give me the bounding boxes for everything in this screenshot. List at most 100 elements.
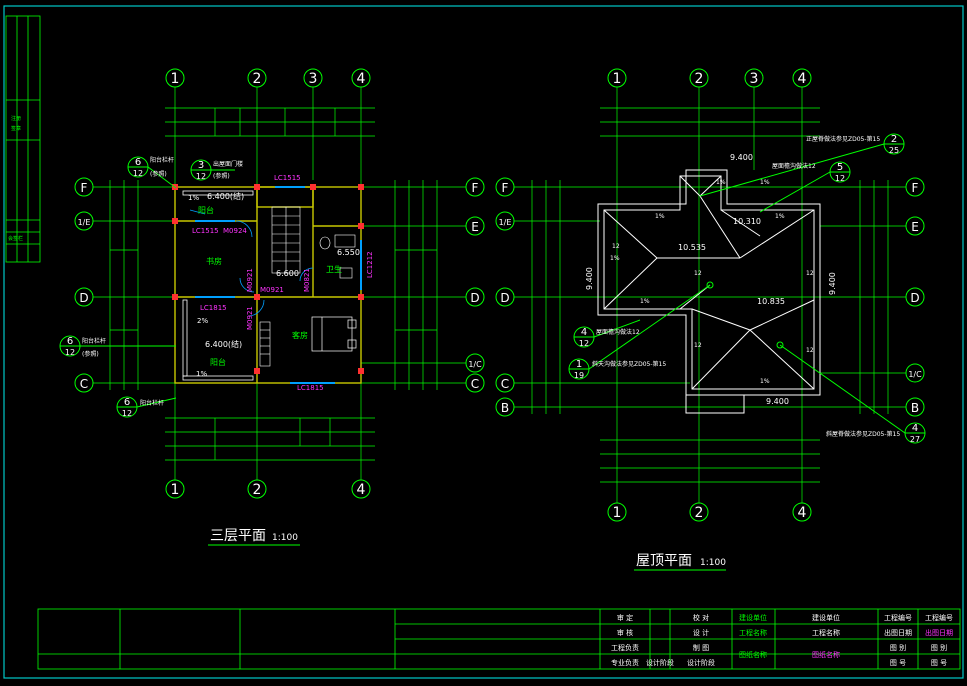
roof-slope-4: 1% <box>775 213 785 220</box>
balcony-top-label: 阳台 <box>198 205 214 215</box>
title-block <box>37 608 961 670</box>
axis-row-F: F <box>81 181 88 195</box>
axis-col-2: 2 <box>253 71 262 87</box>
callout-2-sheet: 12 <box>196 172 206 181</box>
tb-r1-c2: 校 对 <box>693 613 709 622</box>
binding-note-3: 会签栏 <box>8 235 23 242</box>
callout-2-note: 出屋面门楼 <box>213 160 243 168</box>
tb-r1-c1: 审 定 <box>617 613 633 622</box>
roof-callout-2-sheet: 12 <box>835 174 845 183</box>
roof-callout-1-sheet: 25 <box>889 146 899 155</box>
callout-2-num: 3 <box>198 160 204 171</box>
axis-col-4-bottom: 4 <box>357 482 366 498</box>
study-label: 书房 <box>206 256 222 266</box>
tb-r2-c6: 出图日期 <box>925 628 953 637</box>
roof-slope-1: 1% <box>716 179 726 186</box>
door-m0921-b: M0921 <box>260 286 284 294</box>
tb-r2-c2: 设 计 <box>693 628 709 637</box>
roof-axis-row-B: B <box>501 401 509 415</box>
roof-callout-5-sheet: 27 <box>910 435 920 444</box>
tb-r3-c6: 图 别 <box>931 643 947 652</box>
window-lc1212: LC1212 <box>366 251 374 278</box>
tb-r4-c2: 设计阶段 <box>646 658 674 667</box>
drain-marker-2 <box>776 341 784 349</box>
axis-col-4: 4 <box>357 71 366 87</box>
roof-ratio-1: 12 <box>612 243 620 250</box>
guest-room-label: 客房 <box>292 330 308 340</box>
binding-strip <box>5 15 41 263</box>
roof-elev-3: 10.535 <box>678 243 706 252</box>
tb-r3-c1: 工程负责 <box>611 643 639 652</box>
roof-callout-2-note: 屋面檐沟做法12 <box>772 162 816 170</box>
roof-axis-col-3: 3 <box>750 71 759 87</box>
callout-4-note: 阳台栏杆 <box>140 399 164 407</box>
third-floor-plan: 1 2 3 4 1 2 4 F 1/E D C F E D 1/C C <box>59 68 485 546</box>
tb-r4-c1: 专业负责 <box>611 658 639 667</box>
roof-plan-title: 屋顶平面 <box>636 553 692 569</box>
tb-r3-c4: 图纸名称 <box>812 650 840 659</box>
roof-ratio-5: 12 <box>694 270 702 277</box>
roof-slope-6: 1% <box>760 378 770 385</box>
tb-r2-c3: 工程名称 <box>739 628 767 637</box>
callout-1-num: 6 <box>135 157 141 168</box>
title-block-text: 审 定 校 对 建设单位 建设单位 工程编号 工程编号 审 核 设 计 工程名称… <box>611 613 953 667</box>
tb-r2-c4: 工程名称 <box>812 628 840 637</box>
sheet-border <box>3 5 964 679</box>
axis-col-3: 3 <box>309 71 318 87</box>
tb-r2-c5: 出图日期 <box>884 628 912 637</box>
roof-plan-scale: 1:100 <box>700 558 726 568</box>
roof-slope-7: 1% <box>610 255 620 262</box>
roof-elev-5: 9.400 <box>766 397 789 406</box>
elev-balcony-bottom: 6.400(结) <box>205 339 242 349</box>
roof-axis-row-F: F <box>502 181 509 195</box>
callout-2-sub: (参照) <box>213 172 230 180</box>
roof-axis-col-2-bottom: 2 <box>695 505 704 521</box>
roof-axis-col-4: 4 <box>798 71 807 87</box>
tb-r4-c3: 设计阶段 <box>687 658 715 667</box>
roof-plan: 1 2 3 4 1 2 4 F 1/E D C B F E D 1/C B <box>495 68 926 571</box>
window-lc1515-left: LC1515 <box>192 227 219 235</box>
roof-callout-2-num: 5 <box>837 162 843 173</box>
third-floor-title: 三层平面 <box>210 528 266 544</box>
tb-r4-c4: 图 号 <box>890 659 906 667</box>
roof-elev-7: 9.400 <box>828 272 837 295</box>
roof-elev-2: 10.310 <box>733 217 761 226</box>
axis-col-1: 1 <box>171 71 180 87</box>
callout-3-note: 阳台栏杆 <box>82 337 106 345</box>
roof-ratio-2: 12 <box>806 270 814 277</box>
tb-r2-c1: 审 核 <box>617 628 633 637</box>
stair-symbol <box>271 206 301 274</box>
tb-r1-c5: 工程编号 <box>884 613 912 622</box>
wardrobe-symbol <box>259 321 271 367</box>
third-floor-scale: 1:100 <box>272 533 298 543</box>
roof-axis-row-D: D <box>500 291 509 305</box>
callout-1-note: 阳台栏杆 <box>150 156 174 164</box>
tb-r1-c4: 建设单位 <box>812 613 840 622</box>
roof-ratio-4: 12 <box>806 347 814 354</box>
drain-marker-1 <box>706 281 714 289</box>
roof-ratio-3: 12 <box>694 342 702 349</box>
elev-balcony-top: 6.400(结) <box>207 191 244 201</box>
axis-col-1-bottom: 1 <box>171 482 180 498</box>
roof-axis-row-C: C <box>501 377 509 391</box>
window-lc1815-bottom: LC1815 <box>297 384 324 392</box>
bed-symbol <box>311 316 357 352</box>
roof-axis-row-E-right: E <box>911 220 919 234</box>
roof-elev-1: 9.400 <box>730 153 753 162</box>
roof-callout-5-note: 斜屋脊做法参见ZD05-第15 <box>826 430 900 438</box>
roof-axis-col-2: 2 <box>695 71 704 87</box>
roof-callout-3-sheet: 12 <box>579 339 589 348</box>
slope-1: 1% <box>188 194 199 202</box>
callout-3-num: 6 <box>67 336 73 347</box>
callout-1-sub: (参照) <box>150 170 167 178</box>
axis-col-2-bottom: 2 <box>253 482 262 498</box>
axis-row-1C-right: 1/C <box>468 360 482 369</box>
callout-1-sheet: 12 <box>133 169 143 178</box>
tb-r3-c3: 图纸名称 <box>739 650 767 659</box>
slope-2: 2% <box>197 317 208 325</box>
bath-label: 卫生 <box>326 264 342 274</box>
binding-note-2: 签章 <box>11 125 21 132</box>
